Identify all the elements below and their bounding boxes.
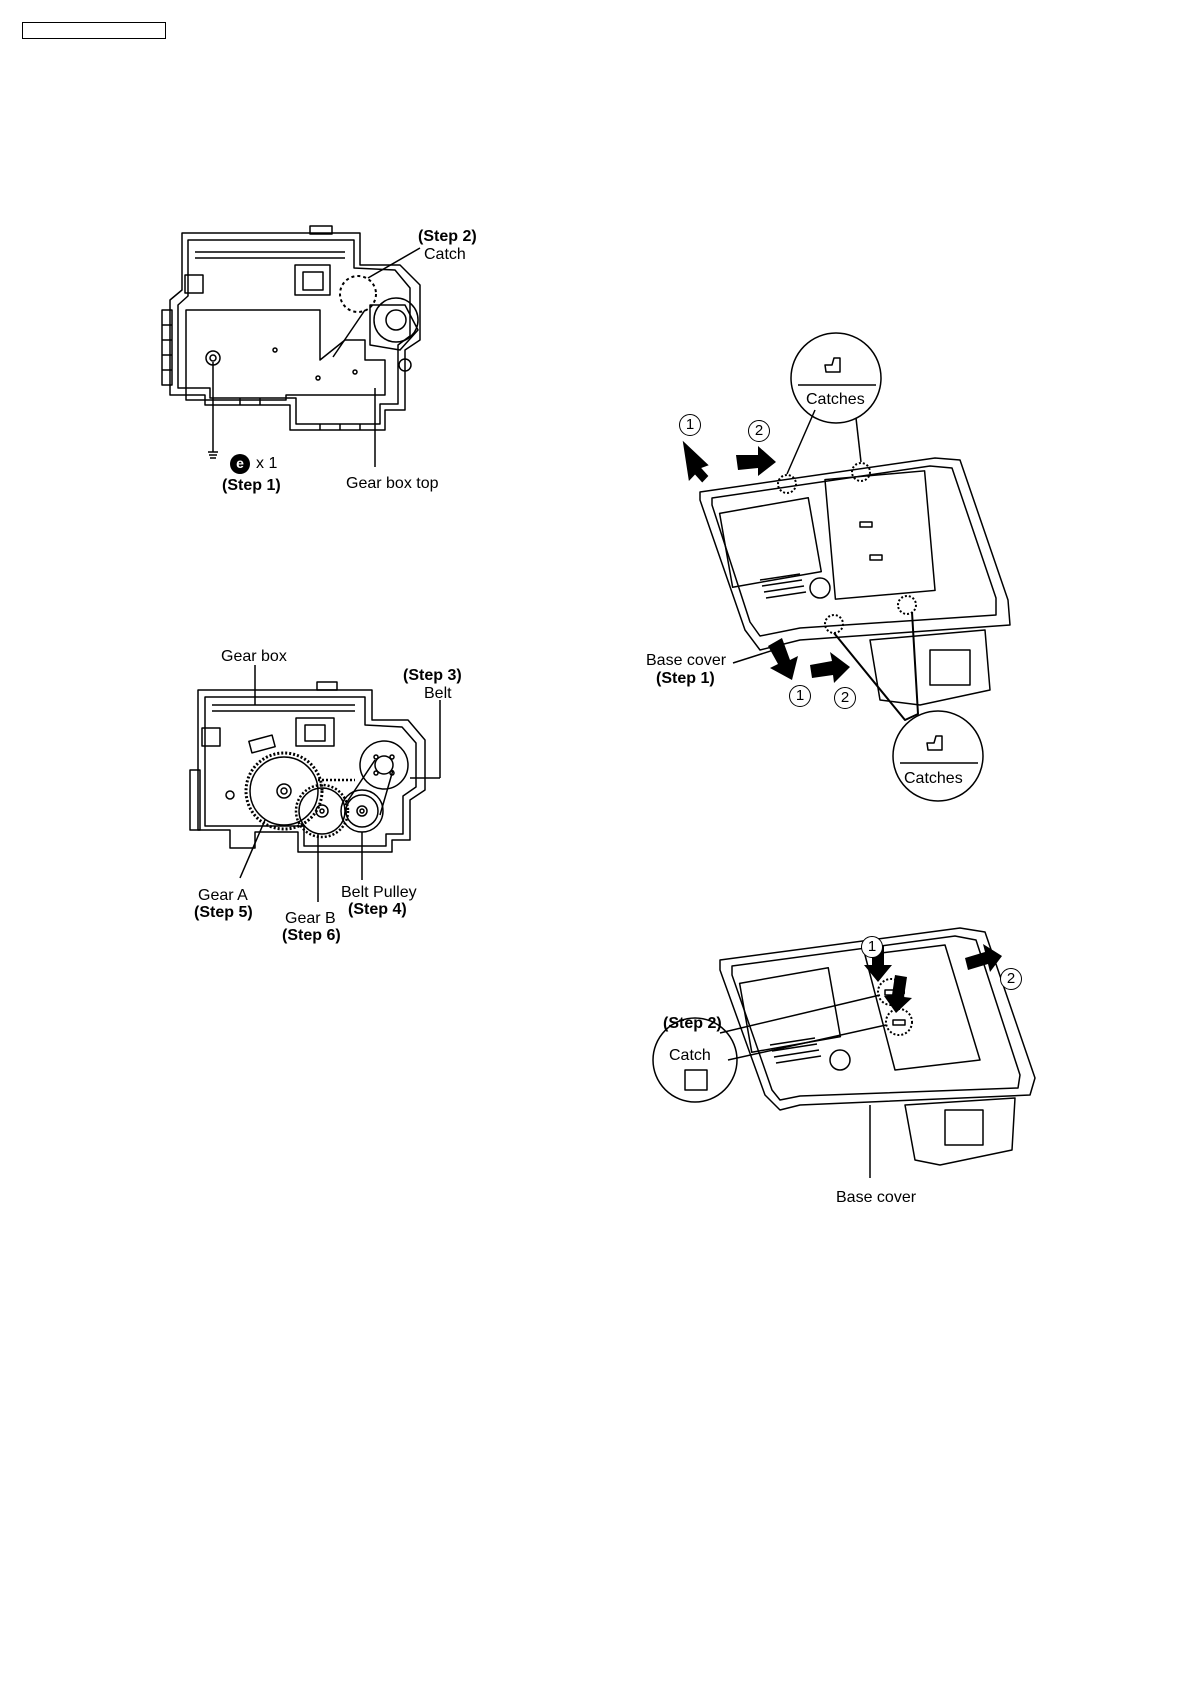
fig1-screw-count: x 1 (256, 455, 277, 473)
fig3-catches-bottom-label: Catches (904, 770, 963, 788)
direction-arrows (675, 435, 1002, 1013)
fig4-step-number-2: 2 (1000, 968, 1022, 990)
fig2-gear-a-label: Gear A (198, 887, 248, 905)
fig4-base-cover-label: Base cover (836, 1189, 916, 1207)
fig1-gear-box-top-label: Gear box top (346, 475, 439, 493)
fig4-step2-label: (Step 2) (663, 1015, 722, 1033)
fig4-step-number-1: 1 (861, 936, 883, 958)
fig1-step1-label: (Step 1) (222, 477, 281, 495)
fig2-step6-label: (Step 6) (282, 927, 341, 945)
fig3-step1-label: (Step 1) (656, 670, 715, 688)
fig4-catch-label: Catch (669, 1047, 711, 1065)
fig1-step2-label: (Step 2) (418, 228, 477, 246)
gear-box-drawing (190, 665, 440, 902)
fig3-catches-top-label: Catches (806, 391, 865, 409)
fig3-step-number-2-bottom: 2 (834, 687, 856, 709)
fig3-base-cover-label: Base cover (646, 652, 726, 670)
fig3-step-number-1-top: 1 (679, 414, 701, 436)
fig2-step4-label: (Step 4) (348, 901, 407, 919)
fig2-step3-label: (Step 3) (403, 667, 462, 685)
fig2-belt-label: Belt (424, 685, 452, 703)
fig3-step-number-2-top: 2 (748, 420, 770, 442)
screw-e-icon: e (230, 454, 250, 474)
fig2-belt-pulley-label: Belt Pulley (341, 884, 417, 902)
gear-box-top-drawing (162, 226, 420, 467)
fig2-gear-b-label: Gear B (285, 910, 336, 928)
fig2-gear-box-label: Gear box (221, 648, 287, 666)
fig1-catch-label: Catch (424, 246, 466, 264)
fig3-step-number-1-bottom: 1 (789, 685, 811, 707)
fig2-step5-label: (Step 5) (194, 904, 253, 922)
